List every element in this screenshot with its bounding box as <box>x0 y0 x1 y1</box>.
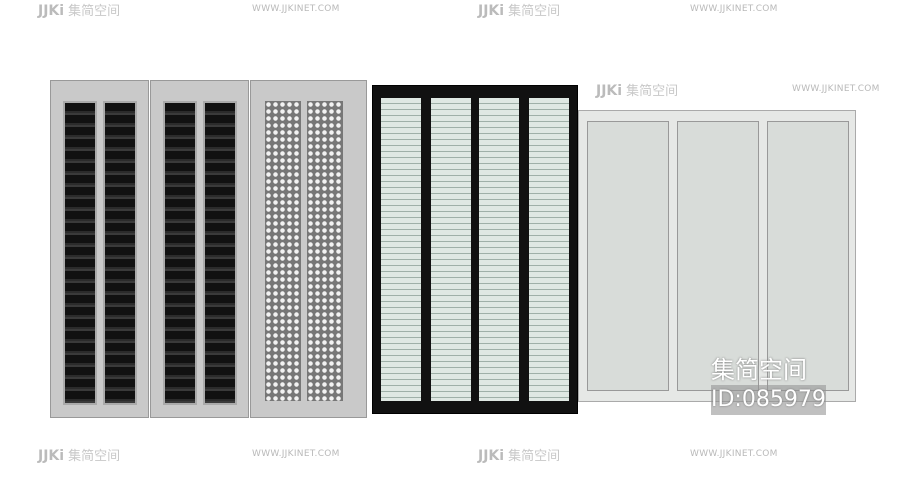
id-overlay: 集简空间 ID:085979 <box>711 355 826 415</box>
overlay-title: 集简空间 <box>711 356 807 384</box>
patch-panel-rack <box>372 85 578 414</box>
watermark-brand: 集简空间 <box>68 4 121 19</box>
server-rack-2 <box>150 80 249 418</box>
server-rack-1 <box>50 80 149 418</box>
watermark-logo: JJKi <box>38 3 65 19</box>
overlay-id: ID:085979 <box>711 385 826 415</box>
mesh-rack <box>250 80 367 418</box>
power-distribution-cabinet <box>578 110 856 402</box>
watermark-url: WWW.JJKINET.COM <box>252 4 340 14</box>
